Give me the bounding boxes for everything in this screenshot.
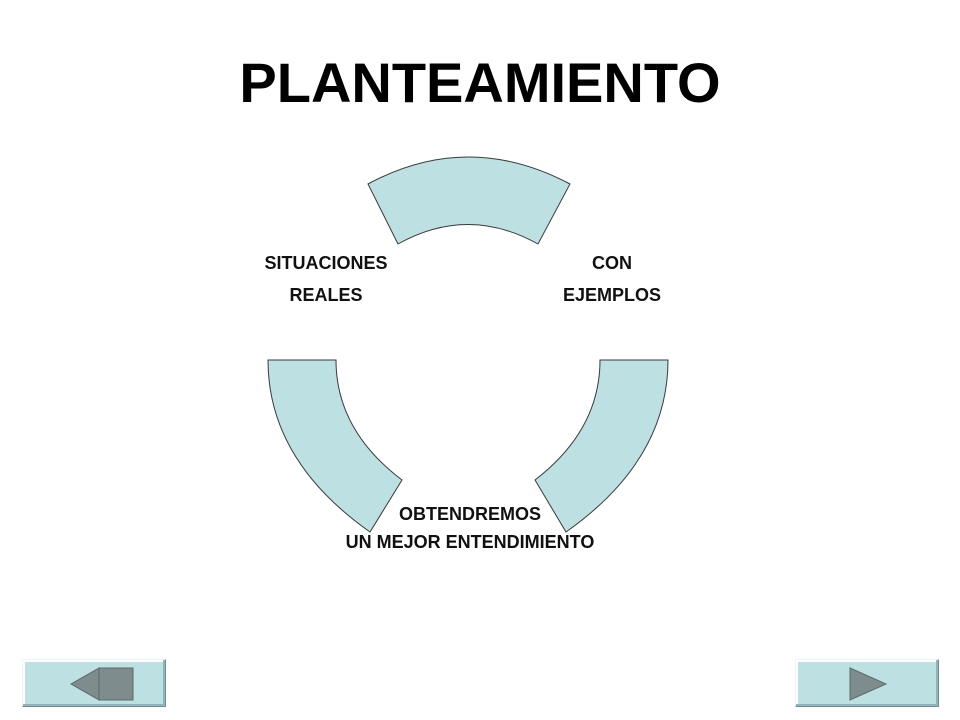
stage-label-con-ejemplos: CON EJEMPLOS bbox=[512, 247, 712, 311]
slide-title: PLANTEAMIENTO bbox=[239, 51, 721, 114]
stage-label-line: CON bbox=[592, 253, 632, 273]
stage-label-line: UN MEJOR ENTENDIMIENTO bbox=[345, 532, 595, 552]
stage-label-line: OBTENDREMOS bbox=[398, 504, 541, 524]
stage-label-obtendremos: OBTENDREMOS UN MEJOR ENTENDIMIENTO bbox=[270, 500, 670, 556]
stage-label-situaciones-reales: SITUACIONES REALES bbox=[226, 247, 426, 311]
triangle-left-icon bbox=[69, 667, 134, 701]
cycle-segment-top bbox=[367, 156, 571, 245]
cycle-segment-left bbox=[267, 359, 403, 533]
stage-label-line: SITUACIONES bbox=[264, 253, 388, 273]
stage-label-line: EJEMPLOS bbox=[562, 285, 662, 305]
triangle-right-icon bbox=[849, 667, 888, 701]
next-slide-button[interactable] bbox=[795, 659, 939, 707]
previous-slide-button[interactable] bbox=[22, 659, 166, 707]
stage-label-line: REALES bbox=[289, 285, 363, 305]
cycle-segment-right bbox=[534, 359, 669, 533]
